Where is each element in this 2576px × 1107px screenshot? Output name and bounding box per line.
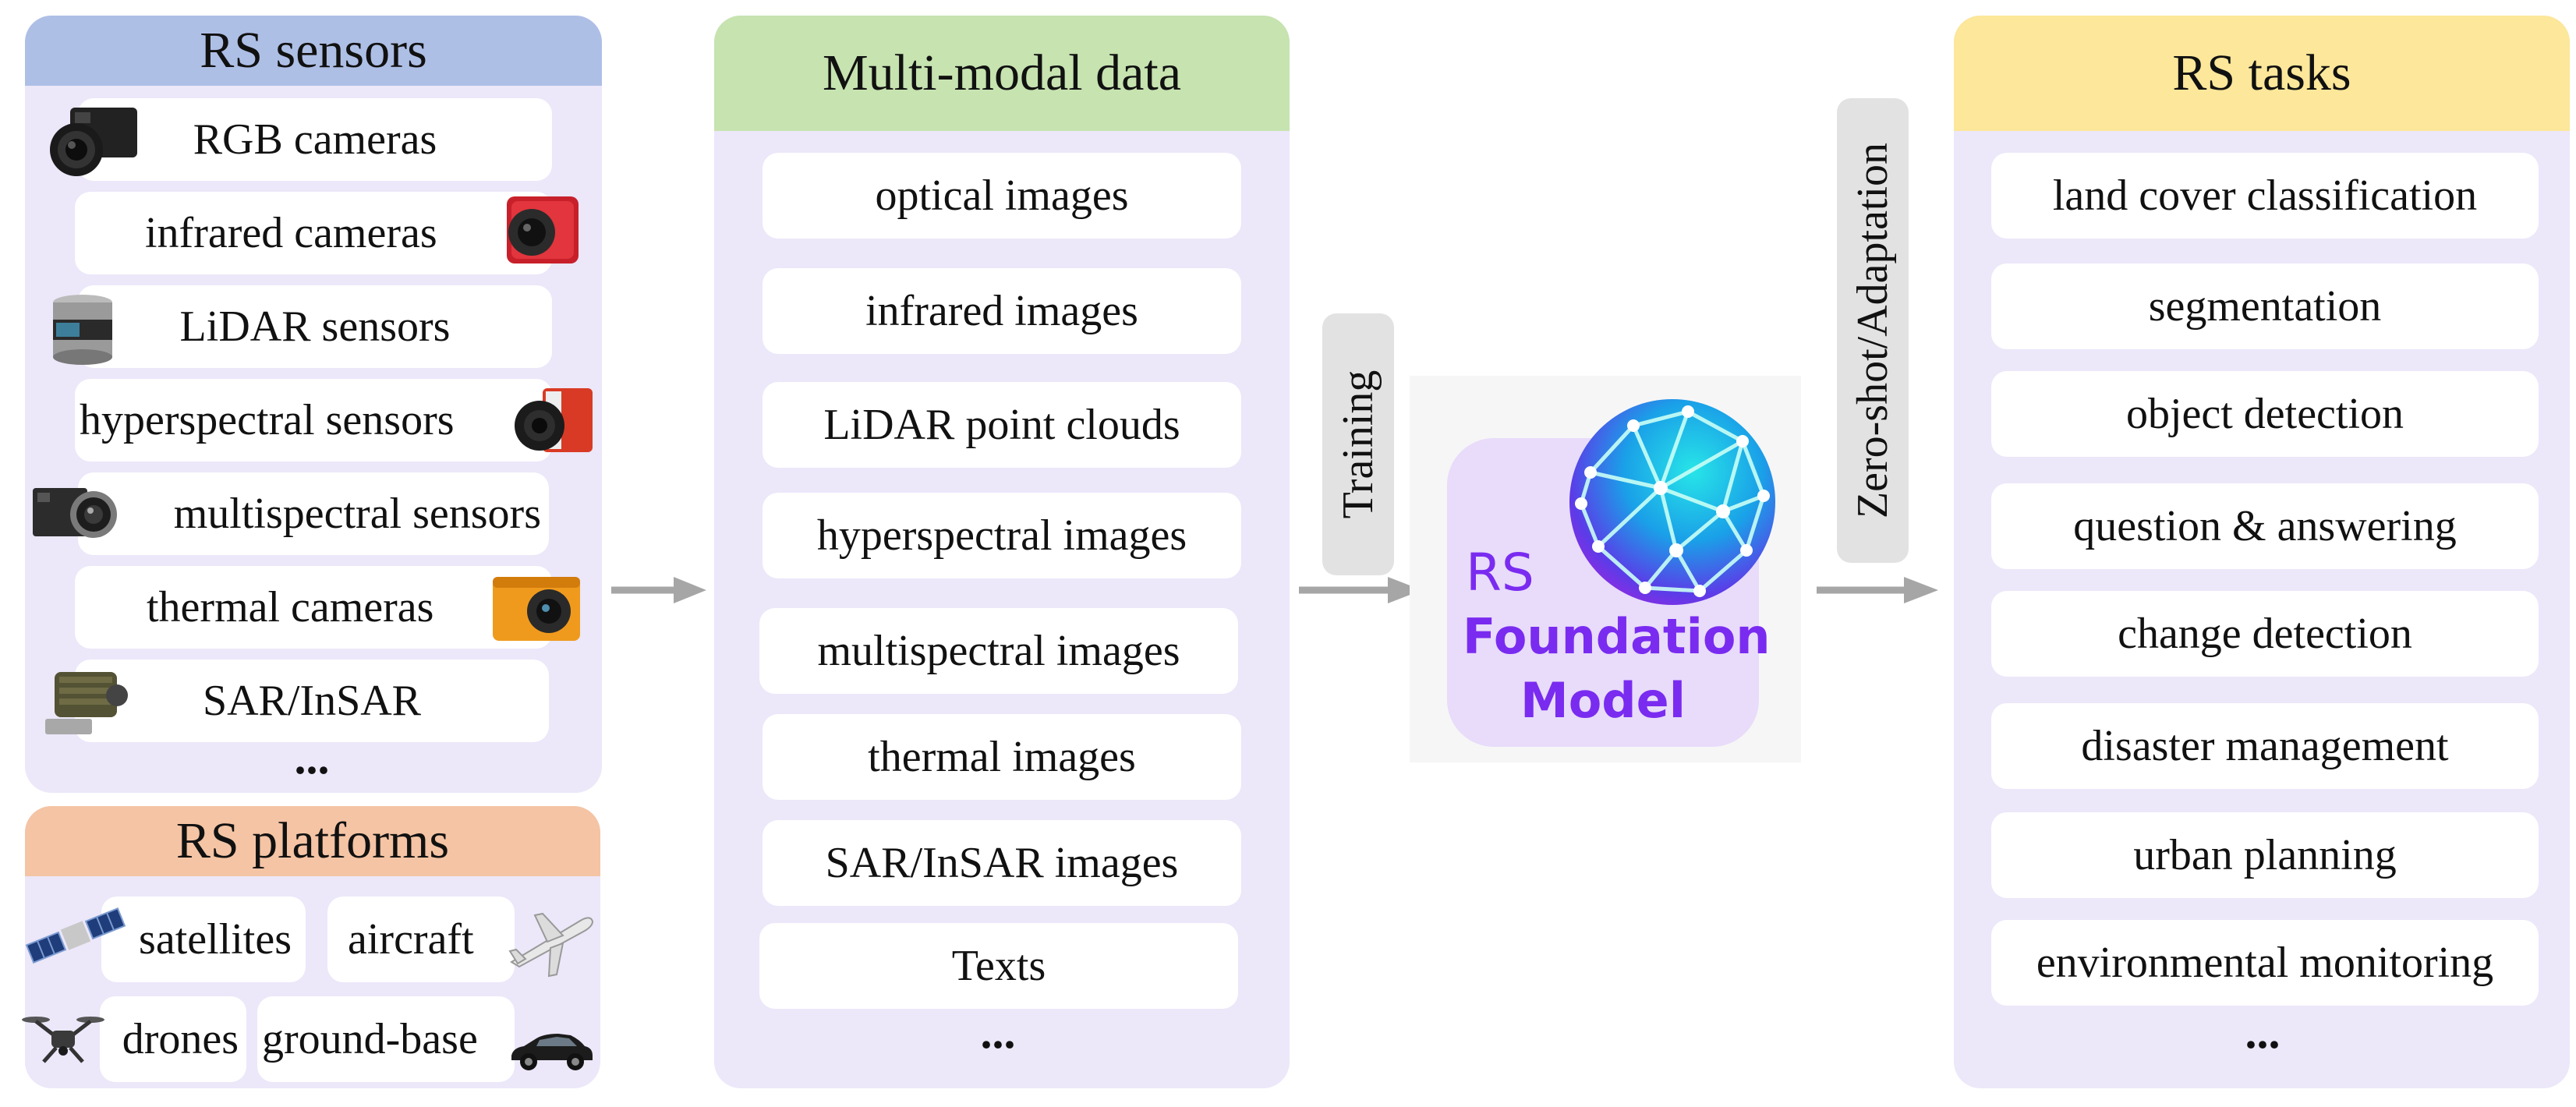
data-more: ... xyxy=(980,1006,1016,1058)
training-label-box: Training xyxy=(1322,313,1394,575)
task-item-question-answering: question & answering xyxy=(1991,483,2539,569)
task-item-environmental-monitoring: environmental monitoring xyxy=(1991,920,2539,1006)
sensors-more: ... xyxy=(294,732,330,783)
platform-drones: drones xyxy=(100,996,246,1082)
adaptation-label-box: Zero-shot/Adaptation xyxy=(1837,98,1909,563)
data-item-optical-images: optical images xyxy=(763,153,1241,239)
rs-tasks-title: RS tasks xyxy=(2172,44,2351,101)
model-label-foundation: Foundation xyxy=(1463,608,1771,665)
data-item-infrared-images: infrared images xyxy=(763,268,1241,354)
data-item-lidar-point-clouds: LiDAR point clouds xyxy=(763,382,1241,468)
neural-globe-icon xyxy=(1569,399,1775,605)
sensor-lidar-sensors: LiDAR sensors xyxy=(78,285,552,368)
arrow-data-to-model xyxy=(1299,577,1422,603)
rs-sensors-title: RS sensors xyxy=(200,22,427,79)
task-item-change-detection: change detection xyxy=(1991,591,2539,677)
sensor-hyperspectral-sensors: hyperspectral sensors xyxy=(75,379,552,462)
arrow-model-to-tasks xyxy=(1817,577,1938,603)
sar-sensor-icon xyxy=(45,672,128,734)
task-item-land-cover-classification: land cover classification xyxy=(1991,153,2539,239)
sensor-multispectral-sensors: multispectral sensors xyxy=(78,472,549,555)
sensor-sar-insar: SAR/InSAR xyxy=(75,660,549,742)
task-item-urban-planning: urban planning xyxy=(1991,812,2539,898)
data-item-thermal-images: thermal images xyxy=(763,714,1241,800)
car-icon xyxy=(511,1034,593,1070)
rs-platforms-header: RS platforms xyxy=(25,806,600,876)
rs-tasks-header: RS tasks xyxy=(1954,16,2570,131)
adaptation-label: Zero-shot/Adaptation xyxy=(1849,142,1897,519)
hyperspectral-sensor-icon xyxy=(515,388,593,452)
sensor-rgb-cameras: RGB cameras xyxy=(78,98,552,181)
sensor-thermal-cameras: thermal cameras xyxy=(75,566,552,649)
multispectral-sensor-icon xyxy=(33,488,117,538)
drone-icon xyxy=(22,1017,104,1063)
model-label-rs: RS xyxy=(1466,543,1534,603)
platform-aircraft: aircraft xyxy=(327,897,515,982)
data-item-hyperspectral-images: hyperspectral images xyxy=(763,493,1241,578)
arrow-sensors-to-data xyxy=(611,577,706,603)
data-item-sar-insar-images: SAR/InSAR images xyxy=(763,820,1241,906)
tasks-more: ... xyxy=(2245,1006,2281,1058)
thermal-camera-icon xyxy=(493,577,580,641)
rs-platforms-title: RS platforms xyxy=(175,812,450,869)
satellite-icon xyxy=(25,907,126,964)
platform-ground-base: ground-base xyxy=(257,996,515,1082)
training-label: Training xyxy=(1334,370,1382,519)
rgb-camera-icon xyxy=(50,108,137,176)
sensor-infrared-cameras: infrared cameras xyxy=(75,192,552,274)
rs-sensors-header: RS sensors xyxy=(25,16,602,86)
platform-satellites: satellites xyxy=(101,897,306,982)
task-item-disaster-management: disaster management xyxy=(1991,703,2539,789)
task-item-object-detection: object detection xyxy=(1991,371,2539,457)
lidar-sensor-icon xyxy=(53,295,112,365)
airplane-icon xyxy=(508,912,594,978)
infrared-camera-icon xyxy=(507,196,579,263)
multimodal-data-header: Multi-modal data xyxy=(714,16,1290,131)
multimodal-data-title: Multi-modal data xyxy=(822,44,1182,101)
data-item-texts: Texts xyxy=(759,923,1238,1009)
model-label-model: Model xyxy=(1520,672,1686,729)
data-item-multispectral-images: multispectral images xyxy=(759,608,1238,694)
task-item-segmentation: segmentation xyxy=(1991,263,2539,349)
